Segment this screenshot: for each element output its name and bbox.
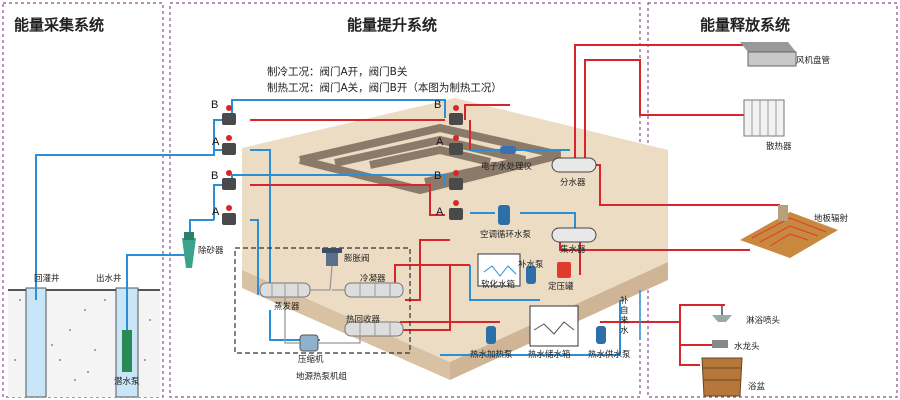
compressor	[299, 334, 319, 352]
valves-middle	[449, 105, 463, 220]
makeup-pump	[526, 266, 536, 284]
shower-head	[712, 306, 732, 322]
label-radiator: 散热器	[766, 142, 792, 152]
label-hot-water-storage-tank: 热水储水箱	[528, 350, 571, 360]
water-distributor	[551, 157, 597, 173]
label-tap-water: 补自来水	[620, 296, 629, 336]
section-title-upgrade: 能量提升系统	[347, 16, 438, 34]
label-recharge-well: 回灌井	[34, 274, 60, 284]
label-evaporator: 蒸发器	[274, 302, 300, 312]
label-expansion-valve: 膨胀阀	[344, 254, 370, 264]
label-bathtub: 浴盆	[748, 382, 766, 392]
label-heat-pump-unit: 地源热泵机组	[296, 372, 348, 382]
label-heat-recovery: 热回收器	[346, 315, 381, 325]
refrigerant-lines	[284, 265, 361, 344]
radiator	[743, 99, 785, 137]
label-makeup-pump: 补水泵	[518, 260, 544, 270]
hot-water-heating-pump	[486, 326, 496, 344]
condenser	[344, 282, 404, 298]
softened-water-tank	[477, 253, 521, 287]
valve-letter-a2: A	[212, 206, 220, 218]
expansion-valve	[322, 248, 342, 266]
label-output-well: 出水井	[96, 274, 122, 284]
label-water-distributor: 分水器	[560, 178, 586, 188]
label-softened-water-tank: 软化水箱	[481, 280, 516, 290]
hot-water-supply-pump	[596, 326, 606, 344]
water-collector	[551, 227, 597, 243]
label-compressor: 压缩机	[298, 355, 324, 365]
bathtub	[701, 357, 743, 397]
label-hot-water-supply-pump: 热水供水泵	[588, 350, 631, 360]
label-pressure-tank: 定压罐	[548, 282, 574, 292]
label-fan-coil: 风机盘管	[796, 56, 831, 66]
cooling-note: 制冷工况：阀门A开，阀门B关	[267, 66, 408, 78]
label-electronic-water-treatment: 电子水处理仪	[481, 162, 533, 172]
heating-note: 制热工况：阀门A关，阀门B开（本图为制热工况）	[267, 82, 502, 94]
label-water-collector: 集水器	[560, 245, 586, 255]
label-faucet: 水龙头	[734, 342, 760, 352]
section-title-collection: 能量采集系统	[14, 16, 105, 34]
label-hot-water-heating-pump: 热水加热泵	[470, 350, 513, 360]
valves-left	[222, 105, 236, 225]
wells	[8, 287, 160, 398]
heat-recovery	[344, 321, 404, 337]
valve-letter-b2: B	[211, 170, 219, 182]
valve-letter-b4: B	[434, 170, 442, 182]
pressure-tank	[557, 262, 571, 278]
valve-letter-a3: A	[436, 136, 444, 148]
hot-water-storage-tank	[529, 305, 579, 347]
label-submersible-pump: 潜水泵	[114, 377, 140, 387]
heat-pump-unit-frame	[234, 247, 411, 354]
valve-letter-a1: A	[212, 136, 220, 148]
ac-circulation-pump	[498, 205, 510, 225]
section-title-release: 能量释放系统	[700, 16, 791, 34]
fan-coil	[740, 42, 797, 67]
label-floor-heating: 地板辐射	[814, 214, 849, 224]
faucet	[712, 340, 728, 348]
evaporator	[259, 282, 311, 298]
floor-heating	[740, 205, 838, 258]
label-condenser: 冷凝器	[360, 274, 386, 284]
label-shower-head: 淋浴喷头	[746, 316, 781, 326]
electronic-water-treatment	[500, 146, 516, 154]
sand-remover	[182, 232, 196, 268]
valve-letter-b1: B	[211, 99, 219, 111]
label-ac-circulation-pump: 空调循环水泵	[480, 230, 532, 240]
hot-pipes	[250, 44, 781, 366]
valve-letter-a4: A	[436, 206, 444, 218]
valve-letter-b3: B	[434, 99, 442, 111]
label-sand-remover: 除砂器	[198, 246, 224, 256]
